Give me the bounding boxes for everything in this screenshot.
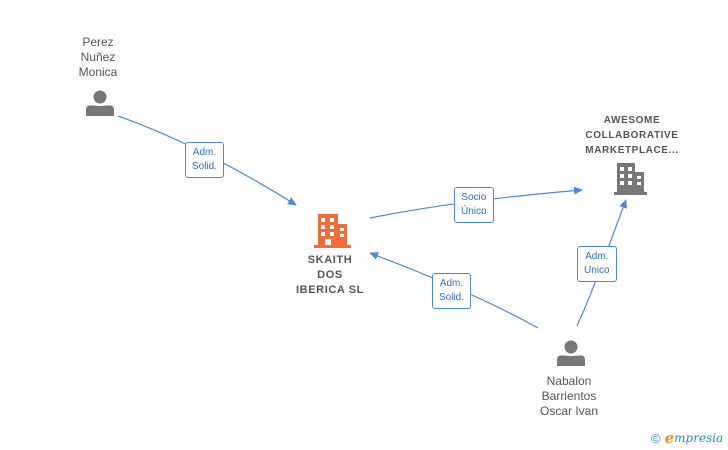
building-icon[interactable]	[614, 163, 647, 195]
person-icon[interactable]	[557, 340, 585, 367]
company-name-skaith[interactable]: SKAITH DOS IBERICA SL	[296, 254, 364, 296]
edge-label-nabalon-awesome: Adm. Unico	[577, 246, 617, 282]
building-icon[interactable]	[314, 214, 351, 248]
company-name-awesome[interactable]: AWESOME COLLABORATIVE MARKETPLACE...	[585, 115, 679, 156]
person-icon[interactable]	[86, 90, 114, 117]
edge-label-nabalon-skaith: Adm. Solid.	[432, 273, 472, 309]
person-name-nabalon[interactable]: Nabalon Barrientos Oscar Ivan	[539, 374, 599, 418]
brand-logo-initial: e	[664, 429, 675, 447]
edge-label-perez-skaith: Adm. Solid.	[185, 142, 225, 178]
edge-label-skaith-awesome: Socio Único	[454, 187, 494, 223]
brand-logo-text: mpresia	[674, 431, 724, 445]
brand-footer[interactable]: © e mpresia	[651, 429, 723, 447]
copyright-icon: ©	[651, 430, 661, 446]
person-name-perez[interactable]: Perez Nuñez Monica	[78, 35, 118, 79]
